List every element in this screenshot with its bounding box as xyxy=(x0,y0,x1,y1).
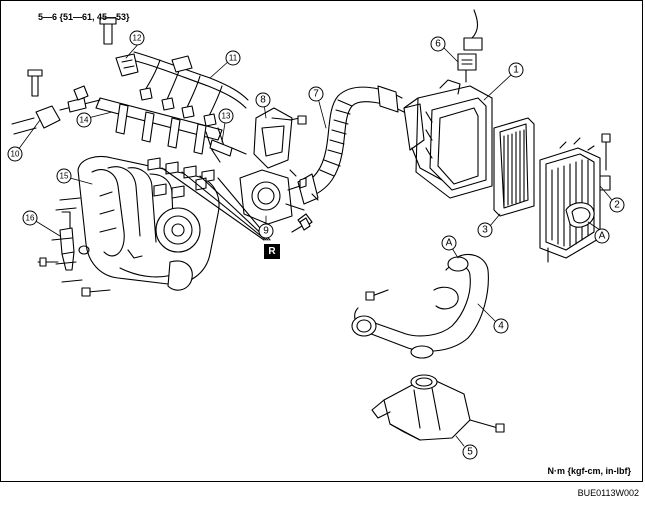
callout-16: 16 xyxy=(22,210,38,226)
intake-sensor-part xyxy=(457,9,483,83)
pulsation-damper-part xyxy=(11,69,89,135)
air-filter-element-part xyxy=(493,117,535,217)
callout-1: 1 xyxy=(508,62,524,78)
air-hose-part xyxy=(297,85,405,205)
callout-4: 4 xyxy=(493,318,509,334)
replace-part-marker: R xyxy=(264,244,280,259)
callout-7: 7 xyxy=(308,86,324,102)
svg-text:10: 10 xyxy=(11,150,20,159)
svg-text:A: A xyxy=(599,231,606,242)
svg-text:1: 1 xyxy=(513,65,519,76)
figure-code: BUE0113W002 xyxy=(577,488,639,498)
callout-10: 10 xyxy=(7,146,23,162)
svg-text:7: 7 xyxy=(313,89,319,100)
callout-a-cover: A xyxy=(594,228,610,244)
callout-2: 2 xyxy=(609,197,625,213)
leader-lines xyxy=(17,41,613,447)
callout-15: 15 xyxy=(56,168,72,184)
svg-text:8: 8 xyxy=(260,95,266,106)
bolts-gaskets-part xyxy=(51,117,319,297)
svg-text:13: 13 xyxy=(222,112,231,121)
svg-text:11: 11 xyxy=(229,54,238,63)
svg-text:12: 12 xyxy=(133,34,142,43)
callout-11: 11 xyxy=(225,50,241,66)
unit-note: N·m {kgf-cm, in-lbf} xyxy=(547,466,631,476)
throttle-adapter-part xyxy=(239,169,313,229)
callout-6: 6 xyxy=(430,36,446,52)
callout-14: 14 xyxy=(76,112,92,128)
svg-text:5: 5 xyxy=(467,447,473,458)
svg-text:A: A xyxy=(446,238,453,249)
resonance-duct-part xyxy=(253,107,307,169)
bolt-13-part xyxy=(209,139,247,157)
callout-8: 8 xyxy=(255,92,271,108)
svg-text:16: 16 xyxy=(26,214,35,223)
svg-text:3: 3 xyxy=(482,225,488,236)
svg-text:4: 4 xyxy=(498,321,504,332)
air-cleaner-housing-part xyxy=(403,79,493,199)
svg-text:14: 14 xyxy=(80,116,89,125)
callout-markers: 1 2 3 4 5 6 7 8 xyxy=(7,30,625,460)
svg-text:15: 15 xyxy=(60,172,69,181)
injector-harness-part xyxy=(131,51,249,127)
svg-text:6: 6 xyxy=(435,39,441,50)
intake-manifold-part xyxy=(77,155,220,291)
callout-12: 12 xyxy=(129,30,145,46)
svg-text:2: 2 xyxy=(614,200,620,211)
air-intake-pipe-part xyxy=(351,253,489,359)
callout-5: 5 xyxy=(462,444,478,460)
temp-sensor-part xyxy=(37,211,75,271)
callout-3: 3 xyxy=(477,222,493,238)
callout-9: 9 xyxy=(258,223,274,239)
fuel-rail-part xyxy=(59,97,225,163)
callout-13: 13 xyxy=(218,108,234,124)
torque-spec-label: 5—6 {51—61, 45—53} xyxy=(38,12,130,22)
air-cleaner-cover-part xyxy=(539,133,611,263)
callout-a-pipe: A xyxy=(441,235,457,251)
air-intake-duct-part xyxy=(371,374,505,441)
svg-text:9: 9 xyxy=(263,226,269,237)
diagram-frame xyxy=(0,0,643,482)
pressure-sensor-part xyxy=(99,17,139,77)
